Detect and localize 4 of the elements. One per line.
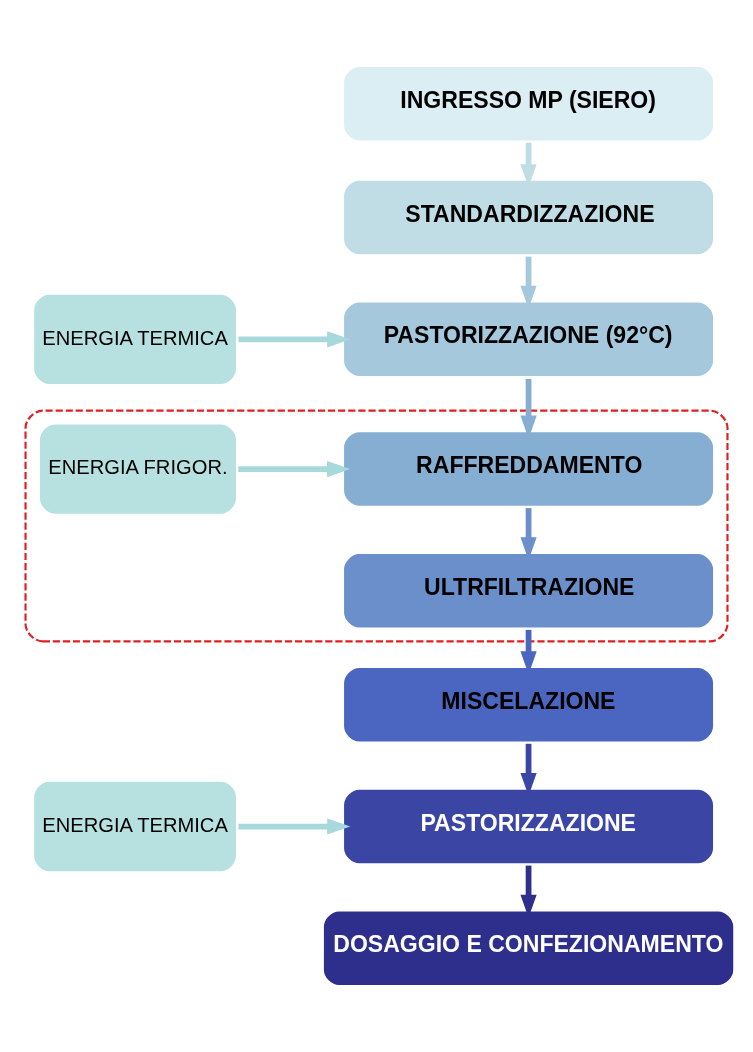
cluster	[24, 409, 729, 643]
arrow	[238, 331, 351, 348]
arrow	[238, 818, 351, 835]
arrow	[238, 460, 351, 478]
